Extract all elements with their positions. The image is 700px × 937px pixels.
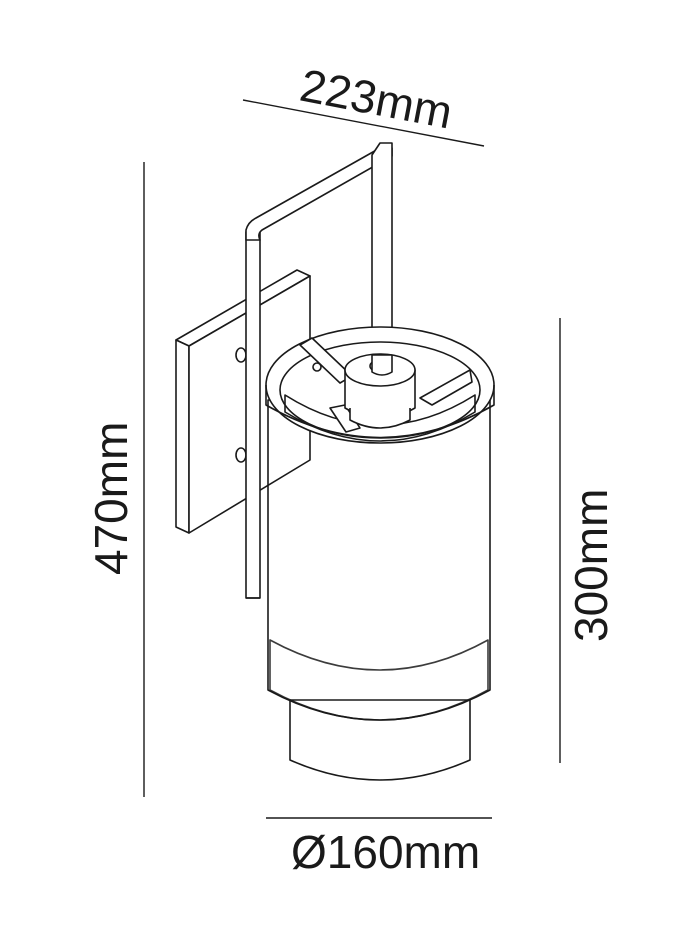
spider-arm-right [419,369,473,406]
lamp-arm [245,142,393,599]
total-height-dimension-label: 470mm [85,422,137,575]
lamp-shade [265,326,495,781]
dimension-width: 223mm [242,59,485,147]
dimension-diameter: Ø160mm [266,817,492,878]
dimension-shade-height: 300mm [559,318,617,763]
dimension-total-height: 470mm [85,162,145,797]
shade-height-dimension-label: 300mm [565,489,617,642]
width-dimension-line [242,99,485,147]
shade-lower-ribbed [289,699,471,781]
width-dimension-label: 223mm [296,59,456,139]
spider-arm-front [329,404,361,433]
diameter-dimension-label: Ø160mm [291,826,480,878]
shade-bottom-band [269,639,489,721]
